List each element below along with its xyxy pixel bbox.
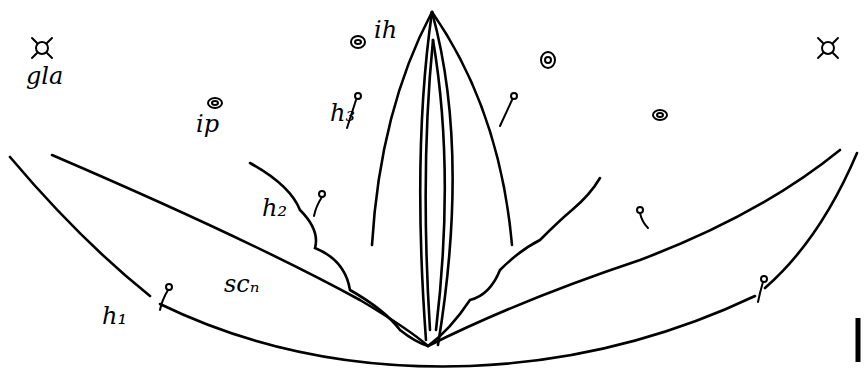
gland-label: gla	[26, 64, 63, 88]
sclerite-label: scₙ	[224, 272, 259, 296]
lyrifissure-label: ih	[374, 18, 397, 42]
seta-label: h₂	[262, 196, 287, 220]
seta-label: h₃	[330, 101, 355, 125]
lyrifissure-label: ip	[196, 112, 219, 136]
seta-label: h₁	[102, 304, 127, 328]
